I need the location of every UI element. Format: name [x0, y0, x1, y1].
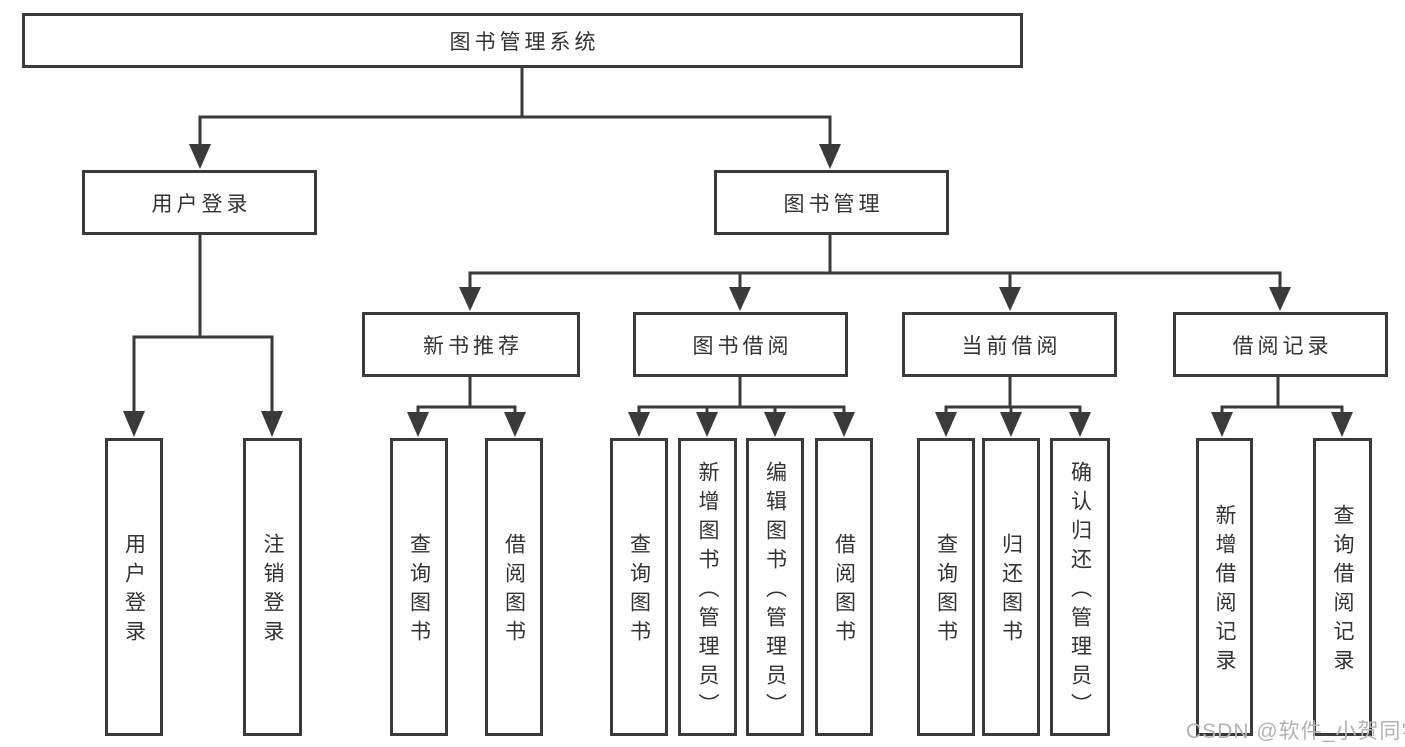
leaf-query-books-recommend: 查询图书	[390, 438, 448, 736]
leaf-borrow-books-recommend-label: 借阅图书	[502, 533, 526, 649]
connector-root	[189, 68, 841, 169]
leaf-return-book-label: 归还图书	[999, 533, 1023, 649]
leaf-return-book: 归还图书	[982, 438, 1040, 736]
node-current-borrowing-label: 当前借阅	[961, 334, 1062, 358]
leaf-borrow-books-borrowing-label: 借阅图书	[832, 533, 856, 649]
leaf-confirm-return-admin-label: 确认归还（管理员）	[1068, 460, 1092, 722]
leaf-logout: 注销登录	[243, 438, 302, 736]
csdn-watermark: CSDN @软件_小贺同学	[1186, 720, 1405, 743]
node-book-borrowing: 图书借阅	[633, 312, 848, 377]
leaf-edit-book-admin: 编辑图书（管理员）	[746, 438, 804, 736]
leaf-query-books-borrowing-label: 查询图书	[627, 533, 651, 649]
node-user-login-label: 用户登录	[151, 192, 252, 216]
connector-user-login	[123, 235, 283, 437]
node-library-system: 图书管理系统	[22, 13, 1023, 68]
node-library-system-label: 图书管理系统	[449, 30, 600, 54]
leaf-query-books-borrowing: 查询图书	[610, 438, 668, 736]
leaf-query-books-current: 查询图书	[917, 438, 975, 736]
node-borrowing-records-label: 借阅记录	[1232, 334, 1333, 358]
leaf-borrow-books-borrowing: 借阅图书	[815, 438, 873, 736]
node-current-borrowing: 当前借阅	[902, 312, 1117, 377]
leaf-add-borrow-record: 新增借阅记录	[1196, 438, 1253, 736]
leaf-user-login-label: 用户登录	[122, 533, 146, 649]
leaf-query-borrow-record: 查询借阅记录	[1313, 438, 1372, 736]
connector-book-borrowing	[628, 377, 855, 437]
node-new-book-recommend: 新书推荐	[362, 312, 580, 377]
leaf-edit-book-admin-label: 编辑图书（管理员）	[763, 460, 787, 722]
node-borrowing-records: 借阅记录	[1173, 312, 1388, 377]
node-book-management-label: 图书管理	[783, 192, 884, 216]
connector-borrowing-records	[1211, 377, 1353, 437]
node-book-borrowing-label: 图书借阅	[692, 334, 793, 358]
node-new-book-recommend-label: 新书推荐	[423, 334, 523, 358]
leaf-add-book-admin-label: 新增图书（管理员）	[696, 460, 719, 722]
leaf-add-book-admin: 新增图书（管理员）	[678, 438, 737, 736]
leaf-add-borrow-record-label: 新增借阅记录	[1213, 504, 1236, 678]
leaf-query-borrow-record-label: 查询借阅记录	[1331, 504, 1354, 678]
node-user-login: 用户登录	[82, 170, 317, 235]
leaf-user-login: 用户登录	[105, 438, 163, 736]
connector-new-book-recommend	[407, 377, 526, 437]
node-book-management: 图书管理	[714, 170, 949, 235]
leaf-query-books-current-label: 查询图书	[934, 533, 958, 649]
connector-book-management	[459, 235, 1291, 311]
leaf-confirm-return-admin: 确认归还（管理员）	[1050, 438, 1110, 736]
leaf-query-books-recommend-label: 查询图书	[407, 533, 431, 649]
leaf-borrow-books-recommend: 借阅图书	[485, 438, 543, 736]
connector-current-borrowing	[935, 377, 1091, 437]
leaf-logout-label: 注销登录	[261, 533, 284, 649]
